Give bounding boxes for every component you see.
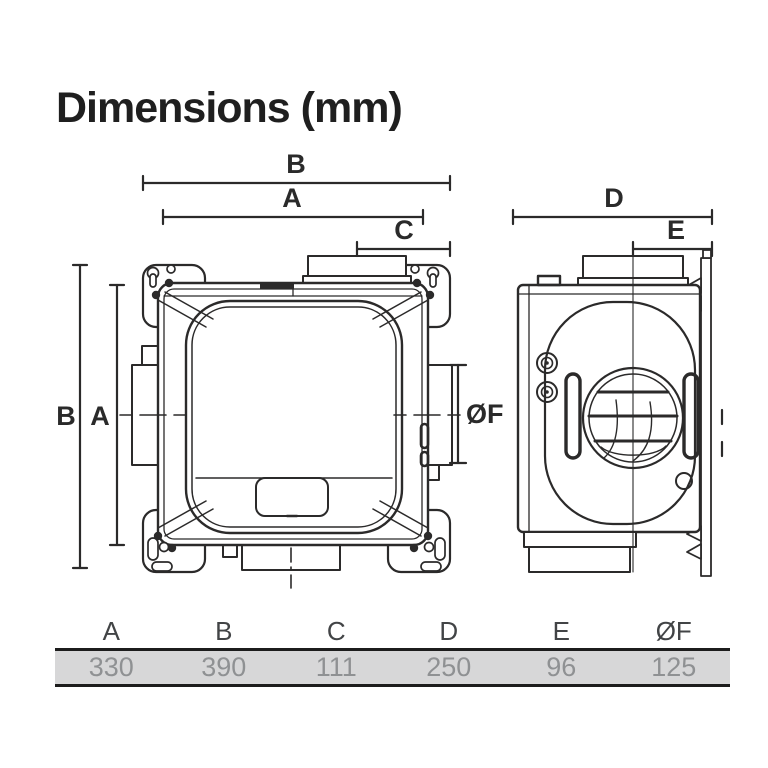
dim-label-a-horizontal: A [282, 183, 302, 213]
dim-label-e-horizontal: E [666, 215, 685, 245]
dimensions-table: A B C D E ØF 330 390 111 250 96 125 [55, 614, 730, 687]
table-value-cell: 250 [426, 652, 472, 682]
table-value-cell: 330 [88, 652, 134, 682]
centerlines [119, 247, 461, 589]
dim-label-a-vertical: A [90, 401, 110, 431]
dimensions-table-header-row: A B C D E ØF [55, 614, 730, 648]
table-header-cell: C [326, 615, 346, 646]
dim-label-f-diameter: ØF [466, 399, 504, 429]
dimensions-table-value-row: 330 390 111 250 96 125 [55, 648, 730, 687]
table-value-cell: 390 [201, 652, 247, 682]
side-bottom-duct [523, 531, 637, 573]
dim-line-f [448, 363, 468, 465]
table-header-cell: ØF [655, 615, 692, 646]
page-title: Dimensions (mm) [56, 84, 403, 132]
front-panel [184, 299, 404, 535]
table-header-cell: D [439, 615, 459, 646]
table-header-cell: B [215, 615, 233, 646]
corner-braces [157, 291, 429, 537]
table-value-cell: 96 [546, 652, 577, 682]
screws [151, 278, 435, 553]
dim-label-b-vertical: B [56, 401, 76, 431]
side-view-drawing [516, 249, 724, 577]
fan-housing [543, 300, 697, 526]
table-value-cell: 111 [315, 652, 357, 682]
drain-hole [675, 472, 693, 490]
table-header-cell: A [102, 615, 120, 646]
table-value-cell: 125 [651, 652, 697, 682]
dim-label-c-horizontal: C [394, 215, 414, 245]
table-header-cell: E [552, 615, 570, 646]
front-view-drawing [119, 247, 468, 589]
dim-label-d-horizontal: D [604, 183, 624, 213]
bracket-holes [146, 264, 446, 572]
adjustment-knobs [536, 352, 558, 403]
dim-label-b-horizontal: B [286, 149, 306, 179]
dimension-lines [71, 174, 714, 570]
